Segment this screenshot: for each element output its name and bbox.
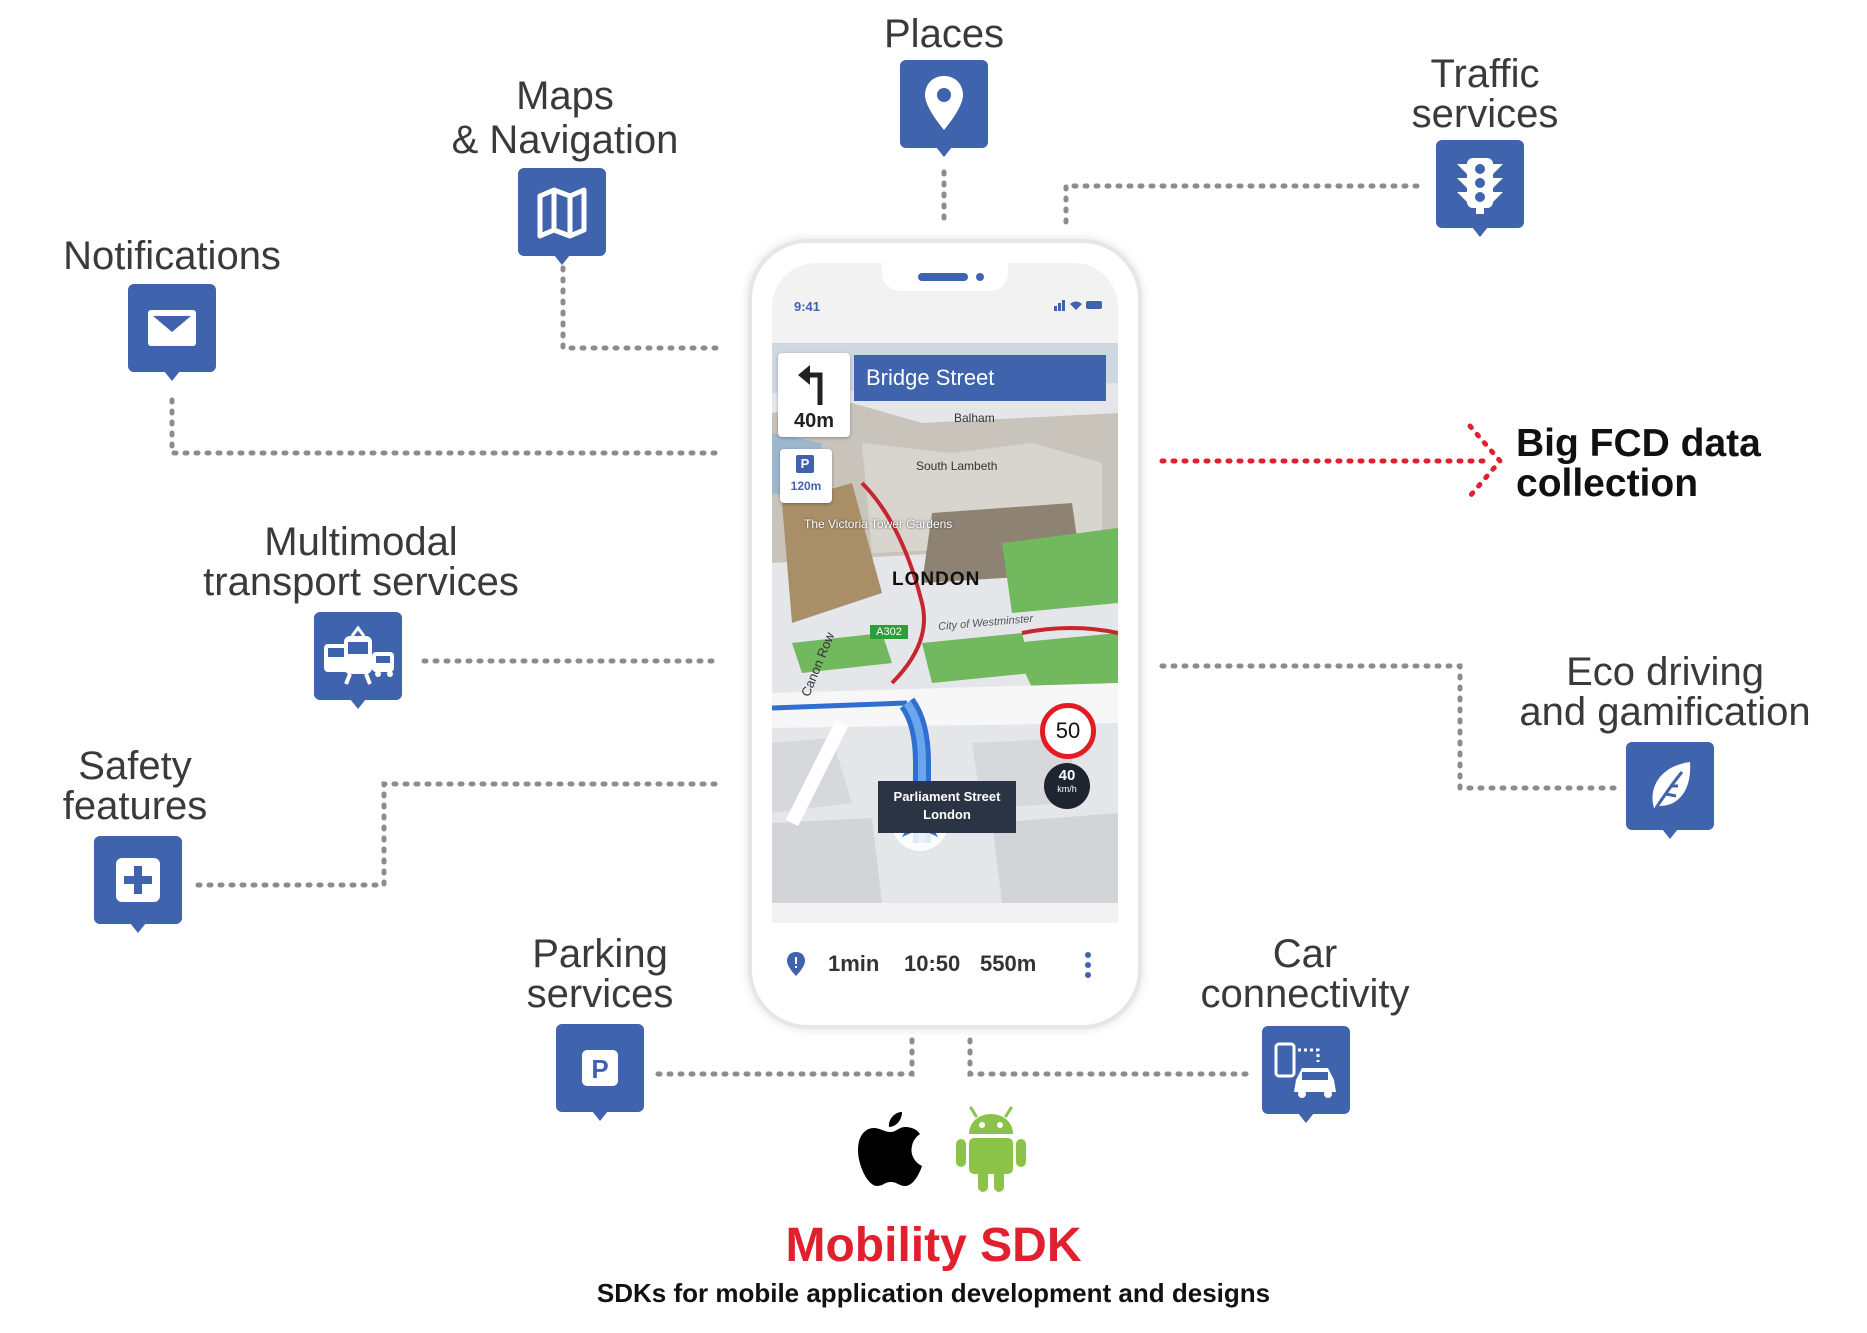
- phone-screen: 9:41: [772, 263, 1118, 1005]
- label-multimodal-transport: Multimodal transport services: [203, 520, 519, 604]
- traffic-light-icon: [1436, 140, 1524, 237]
- speed-limit-sign: 50: [1040, 703, 1096, 759]
- label-parking-services: Parking services: [526, 932, 674, 1016]
- parking-icon: P: [556, 1024, 644, 1121]
- current-street: Parliament Street London: [878, 781, 1016, 833]
- current-speed: 40 km/h: [1044, 763, 1090, 809]
- sdk-tagline: SDKs for mobile application development …: [596, 1278, 1271, 1308]
- map-label-balham: Balham: [954, 411, 995, 425]
- phone-notch: [882, 263, 1008, 291]
- sdk-title: Mobility SDK: [785, 1219, 1082, 1272]
- turn-instruction: 40m: [778, 353, 850, 437]
- map-label-south-lambeth: South Lambeth: [916, 459, 998, 473]
- label-eco-driving: Eco driving and gamification: [1519, 650, 1811, 734]
- label-car-connectivity: Car connectivity: [1200, 932, 1410, 1016]
- phone-car-icon: [1262, 1026, 1350, 1123]
- parking-letter: P: [796, 455, 814, 473]
- status-icons: [1054, 300, 1102, 311]
- android-logo-icon: [956, 1106, 1026, 1192]
- phone-mockup: 9:41: [748, 239, 1142, 1029]
- label-places: Places: [884, 12, 1005, 56]
- parking-indicator[interactable]: P 120m: [780, 449, 832, 503]
- bus-tram-car-icon: [314, 612, 402, 709]
- location-pin-icon: [900, 60, 988, 157]
- label-big-fcd: Big FCD data collection: [1516, 422, 1761, 505]
- leaf-icon: [1626, 742, 1714, 839]
- map-label-victoria: The Victoria Tower Gardens: [804, 517, 953, 531]
- map-icon: [518, 168, 606, 265]
- label-maps-navigation: Maps & Navigation: [451, 74, 679, 162]
- route-summary-bar: 1min 10:50 550m: [772, 923, 1118, 1005]
- road-shield: A302: [870, 625, 908, 639]
- current-speed-unit: km/h: [1057, 784, 1077, 794]
- first-aid-icon: [94, 836, 182, 933]
- apple-logo-icon: [858, 1112, 922, 1186]
- more-options-icon[interactable]: [1084, 951, 1092, 979]
- current-speed-value: 40: [1058, 767, 1076, 784]
- parking-distance: 120m: [790, 479, 822, 493]
- status-time: 9:41: [794, 299, 821, 314]
- envelope-icon: [128, 284, 216, 381]
- eta-duration: 1min: [828, 951, 880, 976]
- arrival-time: 10:50: [904, 951, 961, 976]
- label-traffic-services: Traffic services: [1411, 52, 1559, 136]
- destination-pin-icon[interactable]: [786, 951, 806, 977]
- turn-left-arrow-icon: [798, 365, 823, 405]
- label-safety-features: Safety features: [62, 744, 208, 828]
- next-street: Bridge Street: [854, 355, 1106, 401]
- label-notifications: Notifications: [63, 234, 281, 278]
- svg-text:P: P: [591, 1054, 608, 1084]
- map-label-london: LONDON: [892, 569, 981, 590]
- remaining-distance: 550m: [980, 951, 1037, 976]
- turn-distance: 40m: [793, 410, 835, 432]
